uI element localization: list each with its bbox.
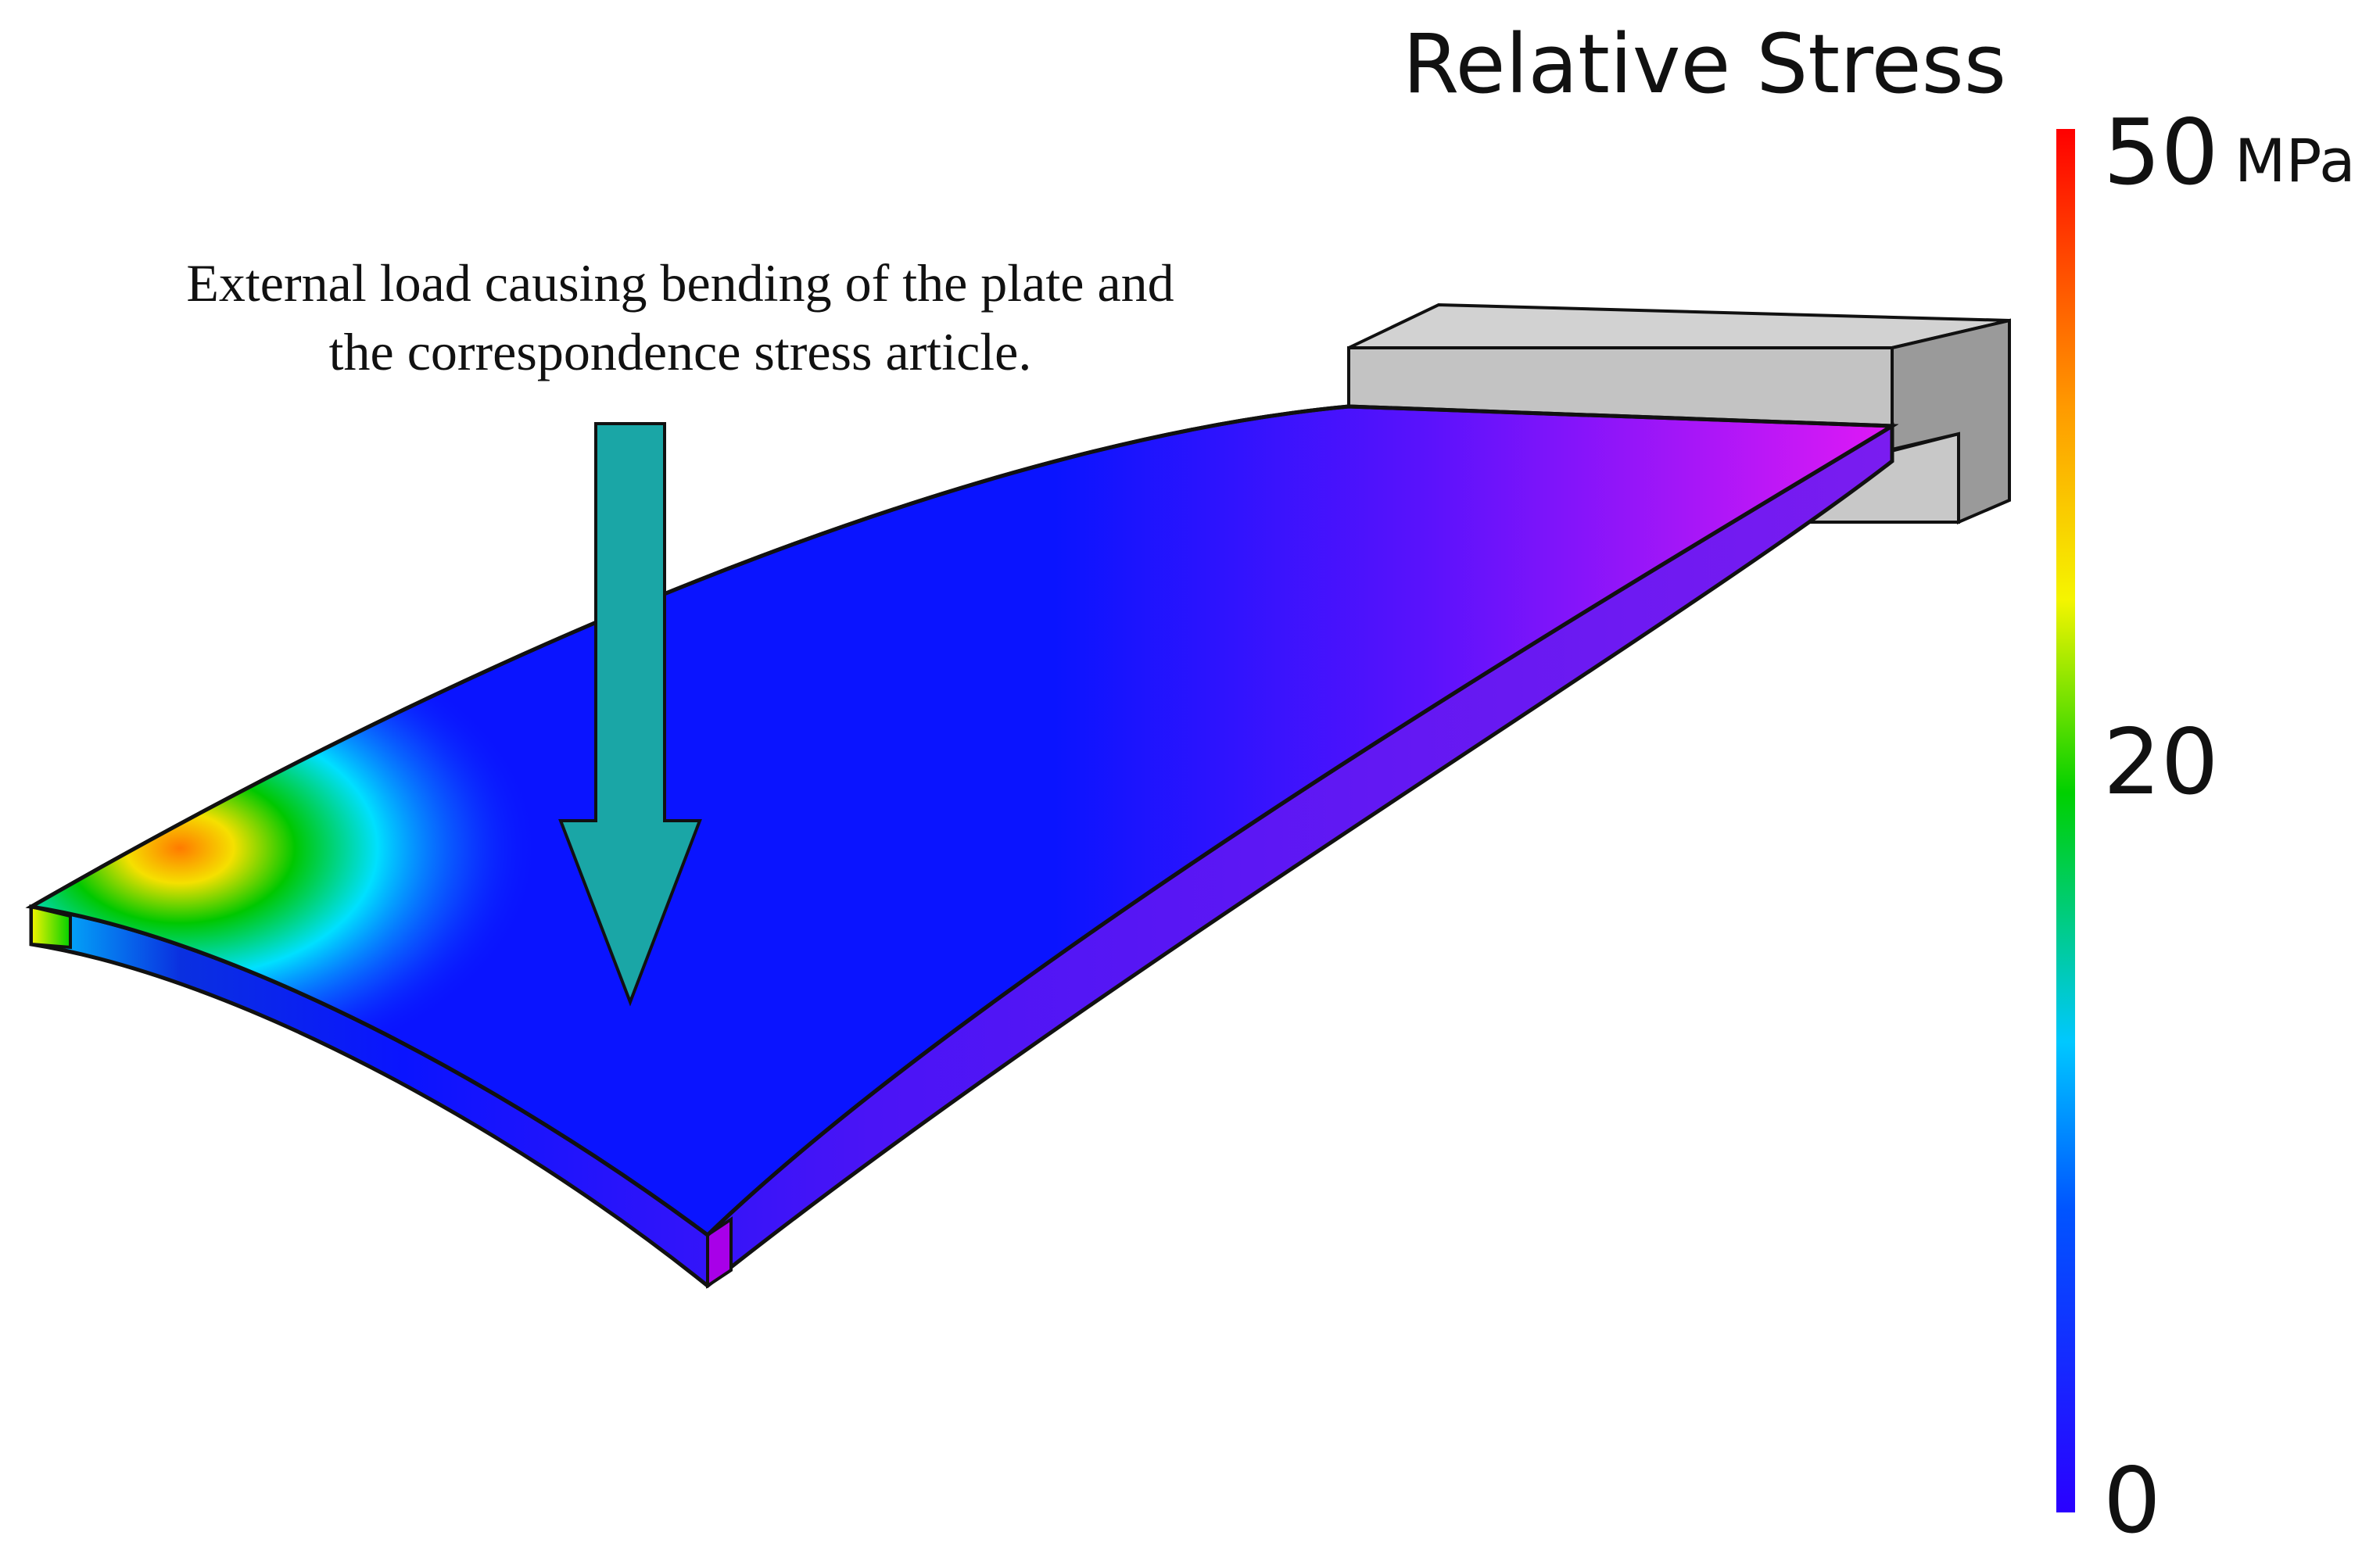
annotation-line-2: the correspondence stress article. [329,322,1032,381]
tick-label-max: 50 [2103,100,2219,206]
load-arrow [558,422,702,1007]
tick-label-min: 0 [2103,1448,2161,1554]
color-scale-title: Relative Stress [1403,16,2006,112]
plate-end-face [706,1216,733,1289]
color-scale-bar [2056,129,2075,1512]
bent-plate [25,404,1899,1289]
tick-label-mid: 20 [2103,710,2219,815]
support-top-face [1348,302,2010,349]
color-scale: Relative Stress 50 MPa 20 0 [1403,16,2356,1554]
plate-top-edge [25,404,1899,1238]
annotation: External load causing bending of the pla… [186,253,1174,381]
fixed-support [1347,302,2011,525]
unit-label: MPa [2235,126,2356,195]
annotation-line-1: External load causing bending of the pla… [186,253,1174,313]
